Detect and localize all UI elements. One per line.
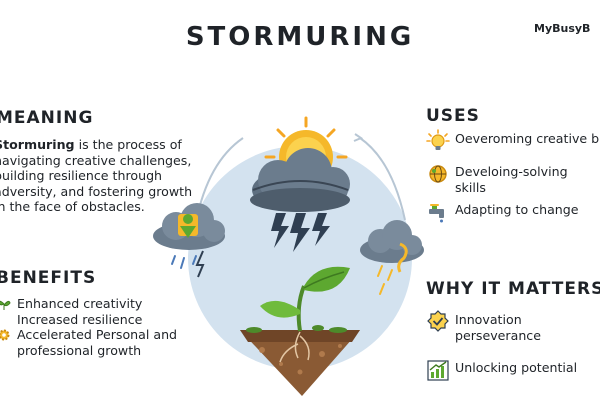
gear-icon — [0, 329, 10, 341]
why-it-matters-heading: WHY IT MATTERS — [426, 279, 600, 299]
faucet-icon — [429, 204, 444, 223]
benefits-list: Enhanced creativity Increased resilience… — [0, 296, 200, 358]
globe-icon — [429, 165, 447, 183]
brand-logo-text: MyBusyB — [534, 22, 591, 35]
cycle-arrow-right — [359, 137, 406, 221]
soil-wedge — [240, 325, 360, 396]
sprout-icon — [260, 266, 350, 332]
why-it-matters-list: Innovation perseverance Unlocking potent… — [426, 310, 600, 385]
lightbulb-icon — [426, 129, 450, 150]
benefit-item: Accelerated Personal and professional gr… — [0, 327, 200, 358]
benefit-item: Increased resilience — [17, 311, 143, 327]
meaning-heading: MEANING — [0, 108, 94, 128]
meaning-term: Stormuring — [0, 137, 75, 152]
badge-check-icon — [427, 310, 449, 332]
sprout-small-icon — [0, 300, 11, 310]
uses-list: Oeveroming creative blo Develoing-solvin… — [426, 129, 600, 224]
rain-cloud-icon — [153, 203, 225, 278]
right-rain-cloud-icon — [360, 220, 424, 295]
sky-circle — [188, 146, 412, 370]
uses-heading: USES — [426, 106, 480, 126]
meaning-description: is the process of navigating creative ch… — [0, 137, 193, 215]
benefit-item: Enhanced creativity — [0, 296, 200, 312]
meaning-text: Stormuring is the process of navigating … — [0, 137, 199, 215]
page-title: STORMURING — [185, 22, 415, 52]
storm-cloud-icon — [250, 148, 350, 252]
benefits-heading: BENEFITS — [0, 268, 97, 288]
chart-up-icon — [427, 360, 449, 381]
